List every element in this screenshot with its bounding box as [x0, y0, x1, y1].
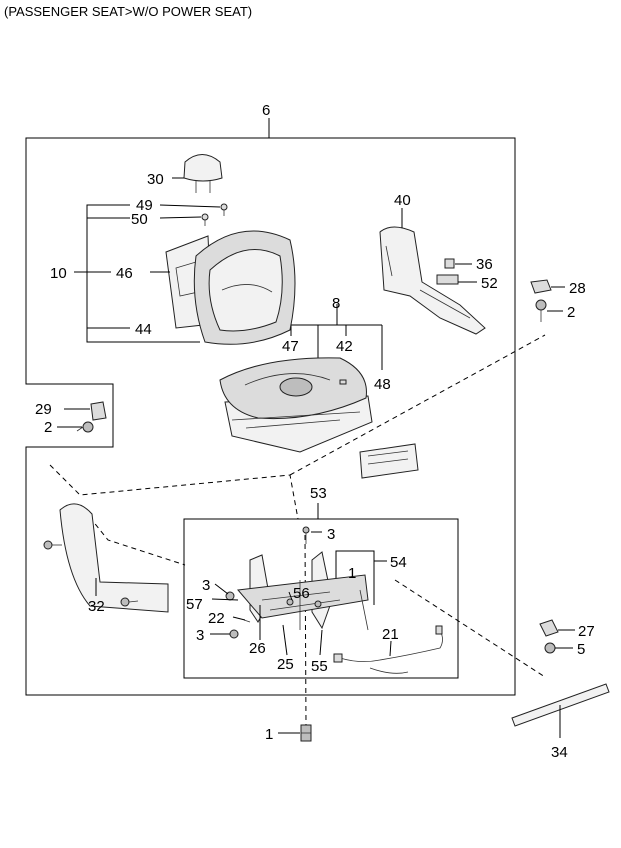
cap-29	[90, 401, 107, 421]
callout-22: 22	[208, 610, 225, 627]
headrest	[183, 154, 223, 193]
leader-21	[389, 640, 392, 657]
side-cover	[379, 226, 486, 335]
callout-57: 57	[186, 596, 203, 613]
callout-3-top: 3	[327, 526, 335, 543]
seat-track-48	[359, 443, 419, 479]
clip-50	[201, 213, 209, 226]
callout-10: 10	[50, 265, 67, 282]
bolt-2-right	[535, 299, 547, 322]
cap-28	[530, 279, 552, 294]
callout-1-mid: 1	[348, 565, 356, 582]
side-trim-32	[43, 503, 169, 613]
bracket-10	[86, 204, 200, 343]
callout-29: 29	[35, 401, 52, 418]
leader-3-mid	[214, 583, 229, 595]
callout-46: 46	[116, 265, 133, 282]
callout-5: 5	[577, 641, 585, 658]
leader-56	[288, 591, 293, 601]
callout-30: 30	[147, 171, 164, 188]
callout-36: 36	[476, 256, 493, 273]
leader-55	[319, 629, 323, 656]
callout-48: 48	[374, 376, 391, 393]
callout-49: 49	[136, 197, 153, 214]
callout-2-right: 2	[567, 304, 575, 321]
leader-57	[211, 598, 239, 601]
clip-36	[444, 258, 455, 269]
cap-27	[539, 619, 559, 637]
bracket-8	[290, 304, 383, 378]
assembly-outline	[25, 137, 516, 696]
nut-5	[544, 642, 556, 654]
callout-56: 56	[293, 585, 310, 602]
leader-22	[232, 616, 246, 621]
leader-25	[282, 624, 288, 656]
subassembly-53-box	[183, 518, 459, 679]
callout-44: 44	[135, 321, 152, 338]
bolt-3-top	[302, 526, 310, 544]
callout-50: 50	[131, 211, 148, 228]
callout-34: 34	[551, 744, 568, 761]
recliner-mechanism	[225, 551, 369, 639]
callout-26: 26	[249, 640, 266, 657]
callout-2-left: 2	[44, 419, 52, 436]
cover-52	[436, 274, 459, 285]
wire-harness	[333, 625, 443, 674]
diagram-heading: (PASSENGER SEAT>W/O POWER SEAT)	[4, 4, 253, 19]
callout-28: 28	[569, 280, 586, 297]
bracket-54	[335, 550, 387, 605]
seat-back	[165, 230, 296, 345]
callout-8: 8	[332, 295, 340, 312]
callout-54: 54	[390, 554, 407, 571]
seat-cushion	[219, 357, 373, 453]
callout-52: 52	[481, 275, 498, 292]
callout-55: 55	[311, 658, 328, 675]
callout-6: 6	[262, 102, 270, 119]
dashed-guide-backplate	[83, 509, 186, 566]
callout-42: 42	[336, 338, 353, 355]
dashed-guide-left	[49, 334, 546, 520]
bolt-2-left	[76, 421, 94, 433]
callout-1-bottom: 1	[265, 726, 273, 743]
leader-50	[159, 216, 202, 219]
dashed-guide-bottom	[304, 534, 546, 726]
callout-3-mid: 3	[202, 577, 210, 594]
bolt-1-bottom	[300, 724, 312, 742]
callout-53: 53	[310, 485, 327, 502]
leader-49	[159, 204, 221, 208]
callout-3-low: 3	[196, 627, 204, 644]
callout-47: 47	[282, 338, 299, 355]
callout-25: 25	[277, 656, 294, 673]
callout-32: 32	[88, 598, 105, 615]
callout-21: 21	[382, 626, 399, 643]
callout-40: 40	[394, 192, 411, 209]
clip-49	[220, 203, 228, 216]
callout-27: 27	[578, 623, 595, 640]
